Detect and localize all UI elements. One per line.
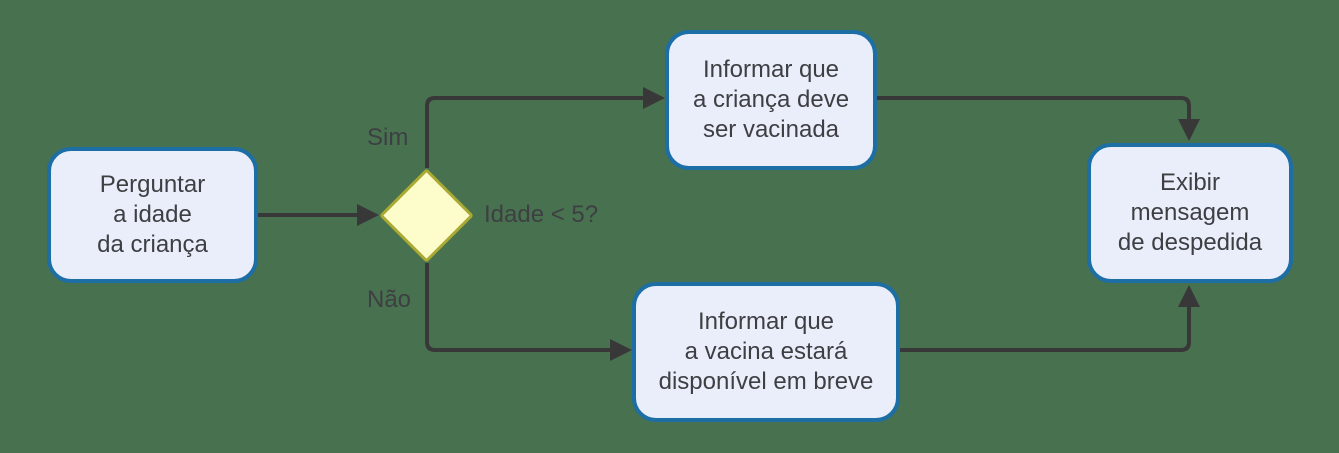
node-inform-available-soon: Informar que a vacina estará disponível … xyxy=(632,282,900,422)
edge-decision-to-soon xyxy=(425,263,632,361)
node-start: Perguntar a idade da criança xyxy=(47,147,258,283)
edge-decision-to-vaccinate xyxy=(425,87,665,168)
edge-soon-to-farewell xyxy=(900,285,1200,352)
edge-vaccinate-to-farewell xyxy=(877,96,1200,141)
node-inform-vaccinate: Informar que a criança deve ser vacinada xyxy=(665,30,877,170)
edge-label-sim: Sim xyxy=(367,124,409,151)
edge-label-nao: Não xyxy=(367,286,412,313)
edge-start-to-decision xyxy=(258,204,379,226)
node-farewell: Exibir mensagem de despedida xyxy=(1087,143,1293,283)
node-decision-label: Idade < 5? xyxy=(484,201,599,228)
